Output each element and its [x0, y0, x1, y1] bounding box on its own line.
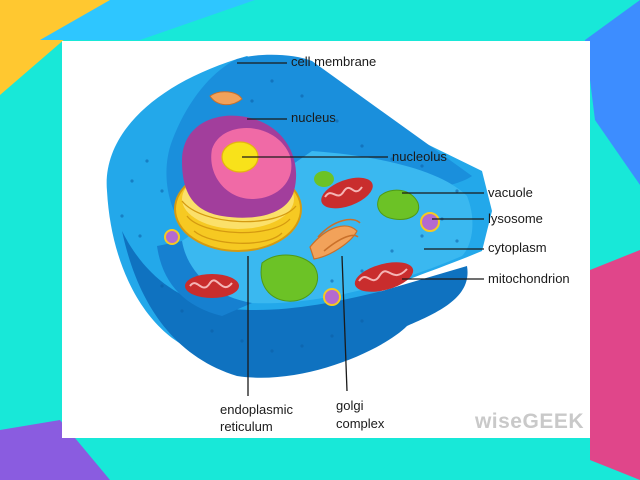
label-cell-membrane: cell membrane: [291, 54, 377, 69]
label-lysosome: lysosome: [488, 211, 543, 226]
lysosome-bottom: [323, 288, 341, 306]
mitochondrion-left: [185, 274, 239, 298]
golgi-complex: [309, 218, 361, 260]
er-folds: [181, 200, 297, 244]
vacuole-main: [260, 254, 319, 302]
watermark: wiseGEEK: [474, 410, 584, 433]
diagram-card: cell membrane nucleus nucleolus vacuole …: [62, 41, 590, 438]
label-golgi-line1: golgi: [336, 398, 364, 413]
leader-lines: [237, 62, 484, 396]
label-endoplasmic-line1: endoplasmic: [220, 402, 293, 417]
cell-bottom-rim: [122, 231, 468, 378]
lysosome-left: [164, 229, 180, 245]
animal-cell-diagram: [106, 54, 492, 396]
mitochondrion-top: [321, 177, 373, 209]
label-endoplasmic-line2: reticulum: [220, 419, 273, 434]
label-mitochondrion: mitochondrion: [488, 271, 570, 286]
label-nucleus: nucleus: [291, 110, 336, 125]
label-golgi-line2: complex: [336, 416, 385, 431]
mitochondrion-right: [354, 262, 414, 292]
label-nucleolus: nucleolus: [392, 149, 447, 164]
organelle-top-left: [209, 91, 243, 106]
vacuole-right: [377, 189, 420, 220]
label-cytoplasm: cytoplasm: [488, 240, 547, 255]
lysosome-right: [420, 212, 440, 232]
vacuole-small: [314, 171, 334, 187]
inner-cut-wall: [157, 241, 252, 316]
label-vacuole: vacuole: [488, 185, 533, 200]
